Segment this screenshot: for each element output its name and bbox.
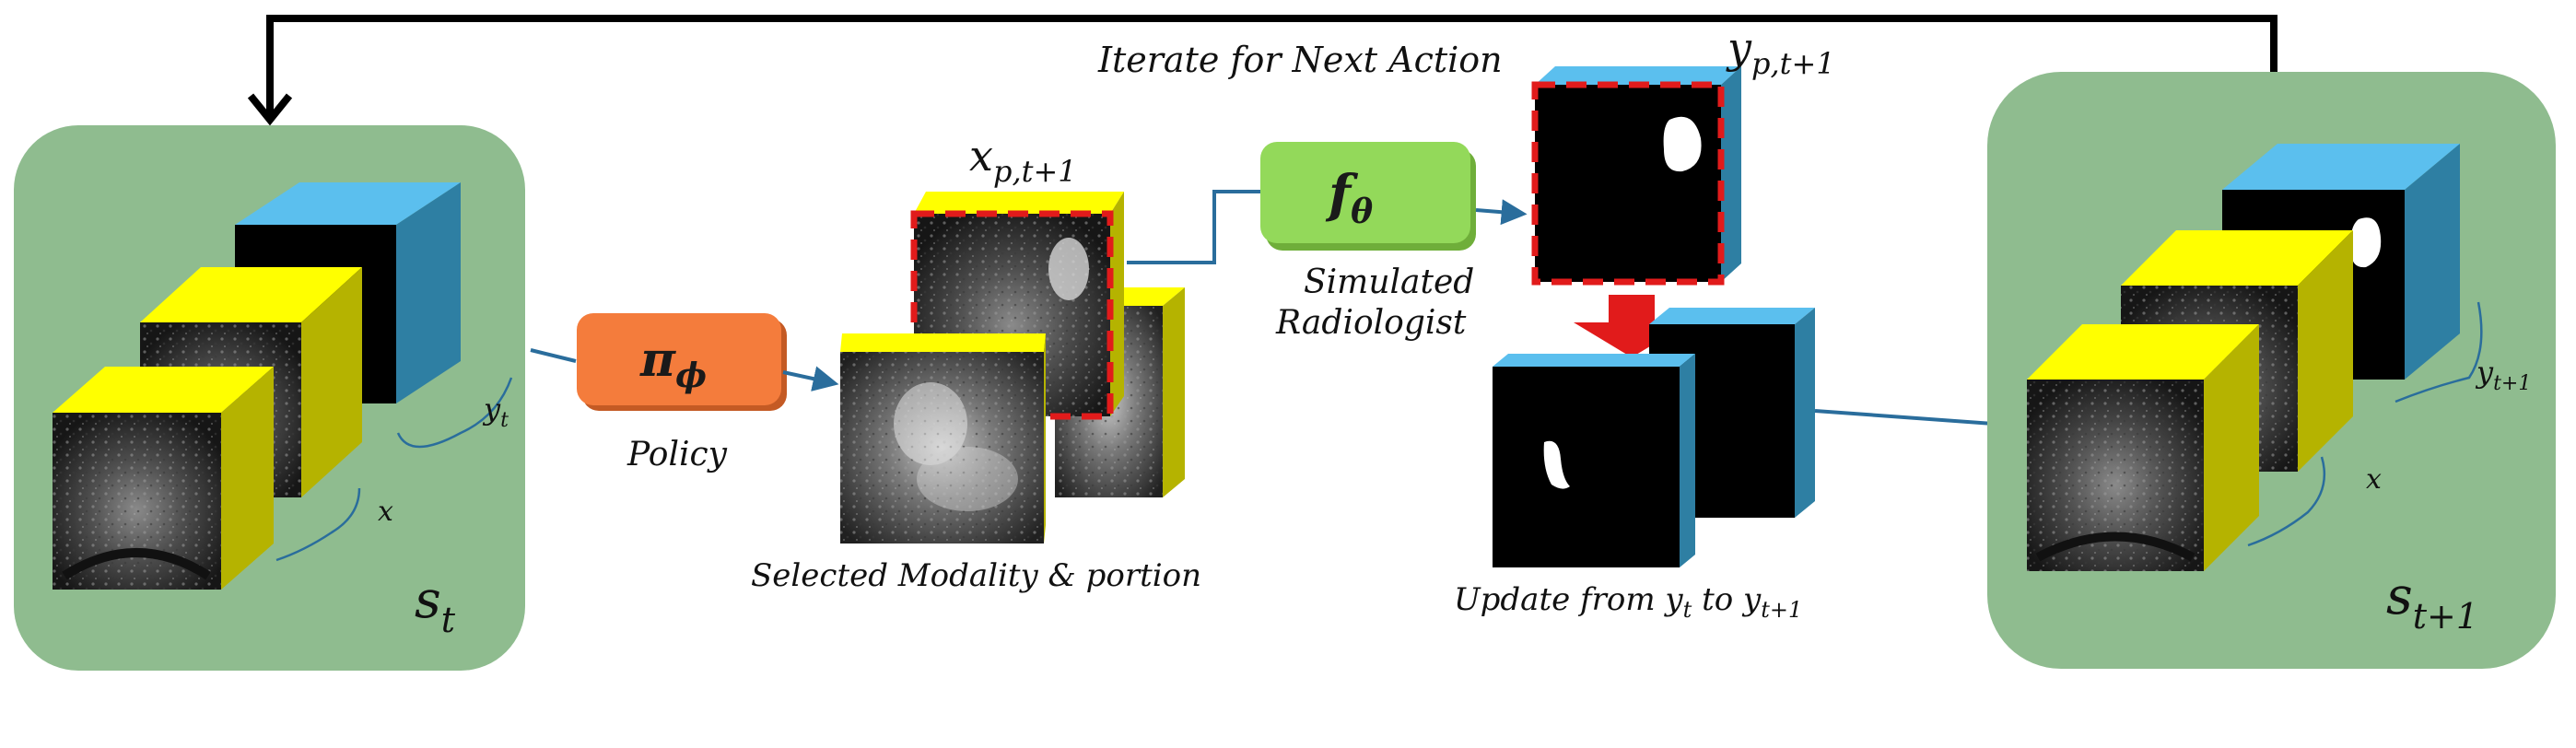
modality-cube-1: [53, 367, 274, 590]
policy-symbol: πϕ: [639, 332, 707, 395]
x-label-right: x: [2366, 463, 2382, 496]
arrow-selected-to-f: [1127, 190, 1262, 264]
arrow-state-to-policy: [530, 348, 577, 363]
state-label-right: st+1: [2386, 567, 2478, 637]
policy-box[interactable]: πϕ: [577, 313, 787, 411]
state-label-left: st: [415, 570, 456, 640]
simulated-line2: Radiologist: [1275, 304, 1467, 342]
state-panel-left: [14, 125, 525, 671]
selected-label: Selected Modality & portion: [751, 557, 1201, 594]
state-panel-right: [1987, 72, 2556, 669]
x-selected-label: xp,t+1: [969, 131, 1077, 189]
prediction-cube: [1531, 66, 1741, 286]
policy-label: Policy: [626, 436, 728, 473]
yt-brace: [396, 377, 513, 449]
arrow-f-to-yp: [1475, 199, 1528, 226]
update-down-arrow: [1574, 295, 1690, 357]
yt1-label-right: yt+1: [2475, 355, 2531, 395]
x-brace-right: [2247, 456, 2326, 547]
x-label-left: x: [378, 496, 393, 528]
arrow-policy-to-selected: [782, 366, 839, 392]
yt-label-left: yt: [482, 392, 509, 432]
y-prediction-label: yp,t+1: [1726, 23, 1835, 81]
f-theta-symbol: fθ: [1325, 164, 1373, 231]
update-cubes: [1493, 308, 1815, 567]
iterate-loop-arrow: [247, 15, 2277, 126]
yt1-brace: [2395, 301, 2483, 403]
iterate-label: Iterate for Next Action: [1097, 40, 1503, 80]
selected-modality-cubes: [840, 192, 1185, 543]
update-label: Update from yt to yt+1: [1454, 581, 1802, 623]
x-brace-left: [275, 487, 361, 562]
simulated-line1: Simulated: [1304, 263, 1474, 301]
prediction-outline: [1531, 81, 1725, 286]
simulated-radiologist-box[interactable]: fθ: [1260, 142, 1476, 251]
selected-portion-outline: [910, 210, 1114, 420]
